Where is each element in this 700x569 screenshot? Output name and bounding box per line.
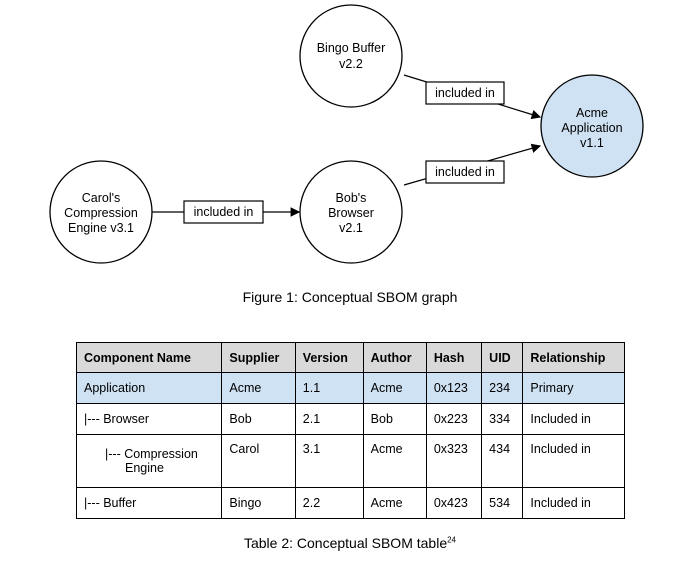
header-relationship: Relationship [522, 342, 625, 373]
node-carol-line3: Engine v3.1 [68, 221, 134, 235]
table-row: |--- Browser Bob 2.1 Bob 0x223 334 Inclu… [75, 403, 625, 435]
node-bob-line2: Browser [328, 206, 374, 220]
node-bingo-buffer: Bingo Buffer v2.2 [299, 4, 403, 108]
table-row: |--- Compression Engine Carol 3.1 Acme 0… [75, 434, 625, 488]
cell-relationship: Included in [522, 403, 625, 435]
cell-component-name-line2: Engine [125, 461, 164, 475]
cell-hash: 0x323 [425, 434, 483, 488]
cell-version: 2.2 [294, 487, 364, 519]
cell-author: Acme [362, 372, 427, 404]
cell-supplier: Bob [221, 403, 296, 435]
cell-version: 1.1 [294, 372, 364, 404]
node-carol-line1: Carol's [82, 191, 121, 205]
cell-hash: 0x223 [425, 403, 483, 435]
cell-hash: 0x423 [425, 487, 483, 519]
table-header-row: Component Name Supplier Version Author H… [75, 342, 625, 373]
cell-uid: 334 [481, 403, 524, 435]
node-acme-line3: v1.1 [580, 136, 604, 150]
cell-author: Acme [362, 434, 427, 488]
cell-component-name: |--- Compression Engine [75, 434, 223, 488]
edge-label-text: included in [435, 165, 495, 179]
table-row: Application Acme 1.1 Acme 0x123 234 Prim… [75, 372, 625, 404]
cell-component-name: Application [75, 372, 223, 404]
table-row: |--- Buffer Bingo 2.2 Acme 0x423 534 Inc… [75, 487, 625, 519]
header-hash: Hash [425, 342, 483, 373]
cell-hash: 0x123 [425, 372, 483, 404]
cell-component-name: |--- Browser [75, 403, 223, 435]
cell-supplier: Bingo [221, 487, 296, 519]
cell-version: 2.1 [294, 403, 364, 435]
node-bobs-browser: Bob's Browser v2.1 [299, 160, 403, 264]
table-caption: Table 2: Conceptual SBOM table24 [0, 535, 700, 551]
cell-author: Bob [362, 403, 427, 435]
header-supplier: Supplier [221, 342, 296, 373]
node-acme-application: Acme Application v1.1 [540, 74, 644, 178]
cell-relationship: Primary [522, 372, 625, 404]
header-uid: UID [481, 342, 524, 373]
table-caption-footnote: 24 [447, 535, 457, 545]
edge-label-text: included in [194, 205, 254, 219]
edge-label-carol-to-bob: included in [183, 200, 264, 224]
cell-component-name-line1: |--- Compression [105, 447, 198, 461]
node-bingo-line1: Bingo Buffer [317, 41, 386, 55]
edge-label-bob-to-acme: included in [425, 160, 505, 184]
sbom-graph: Bingo Buffer v2.2 Acme Application v1.1 … [49, 4, 644, 264]
cell-uid: 534 [481, 487, 524, 519]
cell-author: Acme [362, 487, 427, 519]
node-bob-line3: v2.1 [339, 221, 363, 235]
figure-caption: Figure 1: Conceptual SBOM graph [242, 289, 458, 305]
edge-label-text: included in [435, 86, 495, 100]
cell-version: 3.1 [294, 434, 364, 488]
cell-uid: 434 [481, 434, 524, 488]
node-carols-compression-engine: Carol's Compression Engine v3.1 [49, 160, 153, 264]
header-author: Author [362, 342, 427, 373]
cell-relationship: Included in [522, 487, 625, 519]
cell-relationship: Included in [522, 434, 625, 488]
header-version: Version [294, 342, 364, 373]
node-acme-line1: Acme [576, 106, 608, 120]
cell-component-name: |--- Buffer [75, 487, 223, 519]
node-carol-line2: Compression [64, 206, 138, 220]
sbom-table: Component Name Supplier Version Author H… [75, 342, 625, 519]
node-acme-line2: Application [561, 121, 622, 135]
cell-supplier: Acme [221, 372, 296, 404]
edge-label-bingo-to-acme: included in [425, 81, 505, 105]
node-bob-line1: Bob's [336, 191, 367, 205]
cell-supplier: Carol [221, 434, 296, 488]
node-bingo-line2: v2.2 [339, 57, 363, 71]
header-component-name: Component Name [75, 342, 223, 373]
table-caption-text: Table 2: Conceptual SBOM table [243, 535, 448, 551]
cell-uid: 234 [481, 372, 524, 404]
